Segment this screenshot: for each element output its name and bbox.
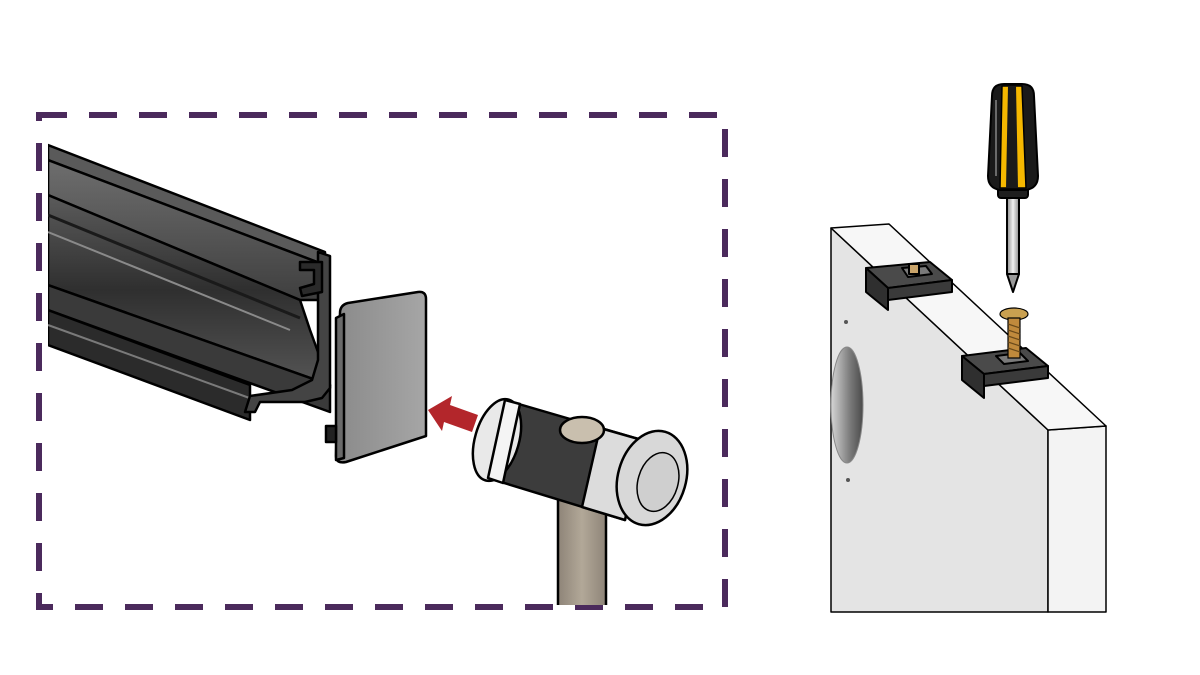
hammer-icon — [471, 397, 689, 605]
screw-icon — [999, 307, 1029, 359]
profile-icon — [48, 143, 332, 422]
dashed-frame — [36, 112, 728, 610]
clip-icon — [865, 261, 953, 311]
screwdriver-icon — [987, 83, 1039, 293]
end-cap-icon — [324, 290, 428, 464]
arrow-left-icon — [428, 396, 478, 432]
clip-icon — [961, 347, 1049, 399]
